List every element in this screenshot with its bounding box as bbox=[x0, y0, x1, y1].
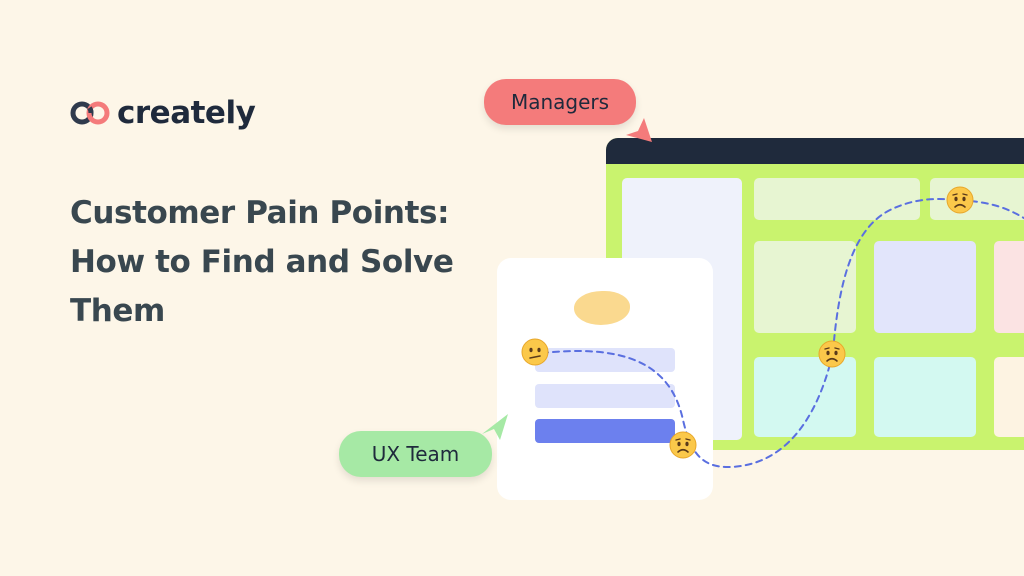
page-title: Customer Pain Points: How to Find and So… bbox=[70, 189, 500, 336]
card-blob bbox=[574, 291, 630, 325]
worried-face-icon bbox=[818, 340, 846, 368]
card-illustration bbox=[497, 258, 713, 500]
worried-face-icon bbox=[669, 431, 697, 459]
board-block bbox=[994, 241, 1024, 333]
board-block bbox=[754, 178, 920, 220]
board-block bbox=[754, 357, 856, 437]
brand-name: creately bbox=[117, 95, 256, 131]
cursor-arrow-icon bbox=[626, 118, 652, 142]
creately-logo-icon bbox=[70, 101, 110, 125]
title-line-1: Customer Pain Points: bbox=[70, 195, 450, 231]
board-block bbox=[930, 178, 1024, 220]
board-block bbox=[874, 357, 976, 437]
confused-face-icon bbox=[521, 338, 549, 366]
ux-team-label: UX Team bbox=[339, 431, 492, 477]
cursor-arrow-icon bbox=[482, 414, 508, 440]
card-bar bbox=[535, 384, 675, 408]
title-line-3: Them bbox=[70, 293, 165, 329]
managers-label: Managers bbox=[484, 79, 636, 125]
board-header bbox=[606, 138, 1024, 164]
board-block bbox=[874, 241, 976, 333]
brand-logo: creately bbox=[70, 92, 256, 134]
managers-label-text: Managers bbox=[510, 90, 610, 114]
board-block bbox=[994, 357, 1024, 437]
card-bar-highlight bbox=[535, 419, 675, 443]
card-bar bbox=[535, 348, 675, 372]
title-line-2: How to Find and Solve bbox=[70, 244, 454, 280]
ux-team-label-text: UX Team bbox=[371, 442, 460, 466]
worried-face-icon bbox=[946, 186, 974, 214]
board-block bbox=[754, 241, 856, 333]
